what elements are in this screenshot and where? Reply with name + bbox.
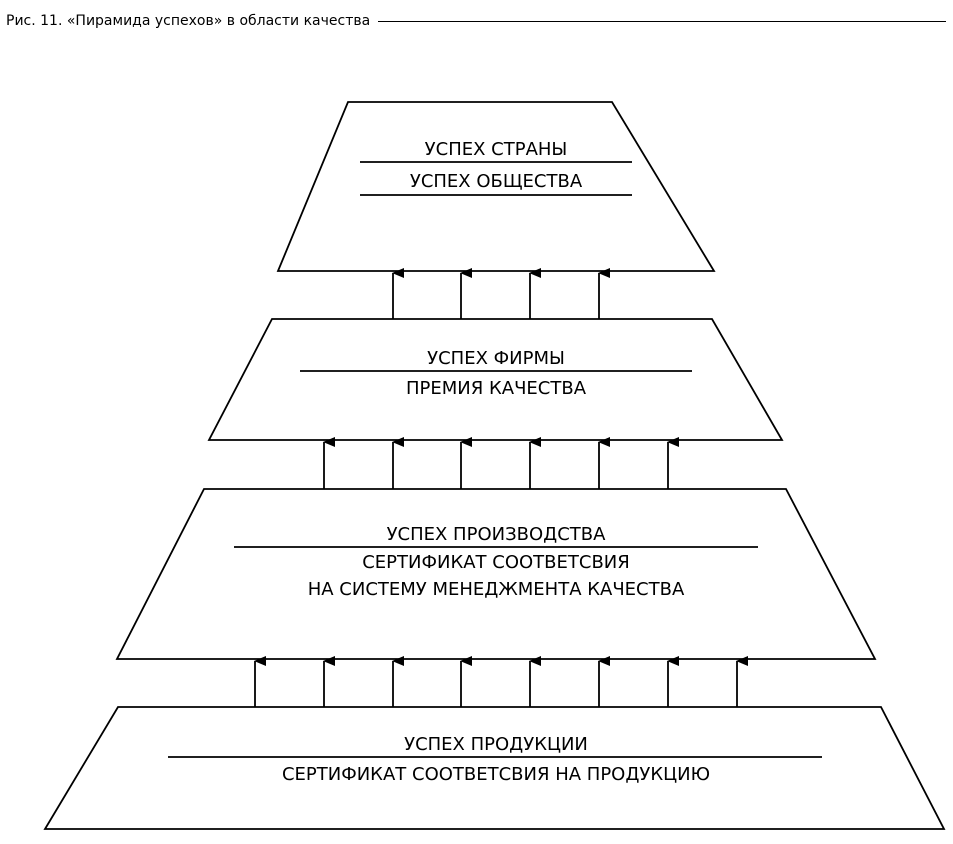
level-country-shape	[276, 101, 716, 272]
level-country-subtitle: УСПЕХ ОБЩЕСТВА	[410, 171, 583, 192]
level-production-subtitle-2: НА СИСТЕМУ МЕНЕДЖМЕНТА КАЧЕСТВА	[308, 579, 685, 600]
arrows-firm-to-country	[392, 268, 610, 319]
arrows-production-to-firm	[323, 437, 679, 489]
level-firm-title: УСПЕХ ФИРМЫ	[427, 348, 565, 369]
level-country-title: УСПЕХ СТРАНЫ	[425, 139, 568, 160]
level-product: УСПЕХ ПРОДУКЦИИ СЕРТИФИКАТ СООТВЕТСВИЯ Н…	[43, 706, 946, 830]
level-firm: УСПЕХ ФИРМЫ ПРЕМИЯ КАЧЕСТВА	[207, 318, 784, 441]
level-firm-subtitle: ПРЕМИЯ КАЧЕСТВА	[406, 378, 587, 399]
level-product-subtitle: СЕРТИФИКАТ СООТВЕТСВИЯ НА ПРОДУКЦИЮ	[282, 764, 710, 785]
arrows-product-to-production	[254, 656, 748, 707]
level-production: УСПЕХ ПРОИЗВОДСТВА СЕРТИФИКАТ СООТВЕТСВИ…	[115, 488, 877, 660]
level-production-shape	[115, 488, 877, 660]
level-firm-shape	[207, 318, 784, 441]
level-product-title: УСПЕХ ПРОДУКЦИИ	[404, 734, 588, 755]
figure-caption-row: Рис. 11. «Пирамида успехов» в области ка…	[6, 10, 946, 32]
level-product-shape	[43, 706, 946, 830]
level-country: УСПЕХ СТРАНЫ УСПЕХ ОБЩЕСТВА	[276, 101, 716, 272]
level-production-subtitle-1: СЕРТИФИКАТ СООТВЕТСВИЯ	[362, 552, 630, 573]
level-production-title: УСПЕХ ПРОИЗВОДСТВА	[387, 524, 607, 545]
figure-caption: Рис. 11. «Пирамида успехов» в области ка…	[6, 13, 371, 29]
caption-rule	[378, 20, 946, 22]
